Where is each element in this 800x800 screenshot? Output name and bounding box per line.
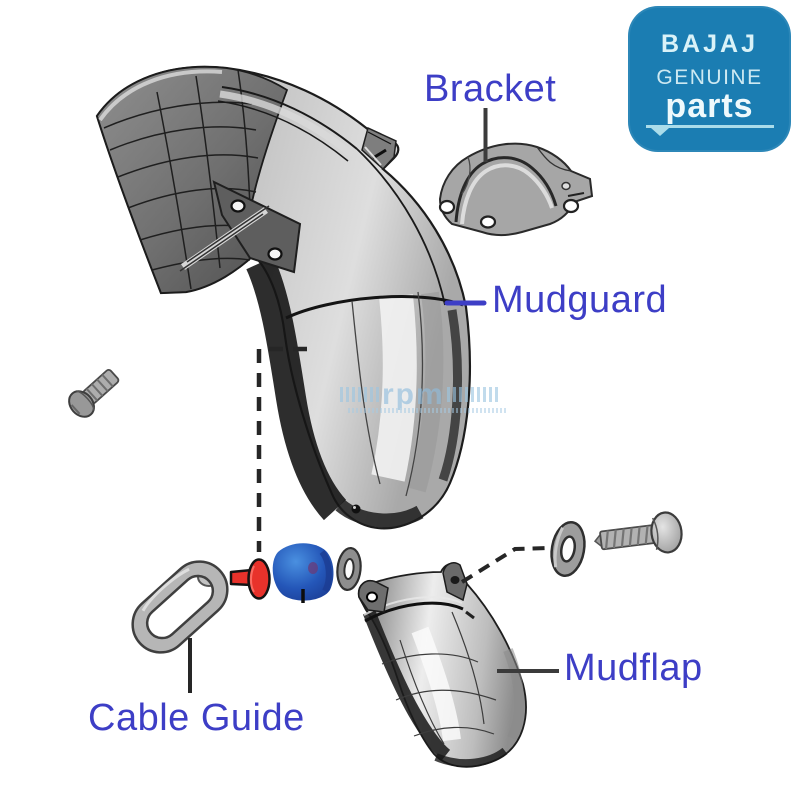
mudflap-label: Mudflap: [564, 647, 703, 689]
washer-part: [550, 521, 586, 577]
cable-guide-part: [131, 560, 229, 654]
small-washer-part: [336, 546, 362, 592]
badge-underline: [645, 125, 774, 137]
bajaj-genuine-parts-badge: BAJAJ GENUINE parts: [628, 6, 791, 152]
mudflap-part: [357, 562, 527, 768]
grommet-part: [272, 543, 334, 603]
cable-guide-label: Cable Guide: [88, 697, 305, 739]
bracket-label: Bracket: [424, 68, 557, 110]
badge-parts-text: parts: [665, 86, 754, 125]
badge-arrow-icon: [650, 128, 669, 137]
push-rivet-part: [229, 558, 271, 600]
bolt-part: [68, 368, 120, 418]
screw-part: [593, 511, 683, 554]
mudguard-part: [95, 65, 472, 530]
mudguard-label: Mudguard: [492, 279, 668, 321]
assembly-dashed-line-grommet: [256, 346, 307, 552]
assembly-dashed-line-screw: [460, 546, 550, 584]
badge-genuine-text: GENUINE: [656, 65, 763, 89]
bracket-part: [438, 142, 594, 236]
badge-brand-text: BAJAJ: [661, 29, 758, 58]
